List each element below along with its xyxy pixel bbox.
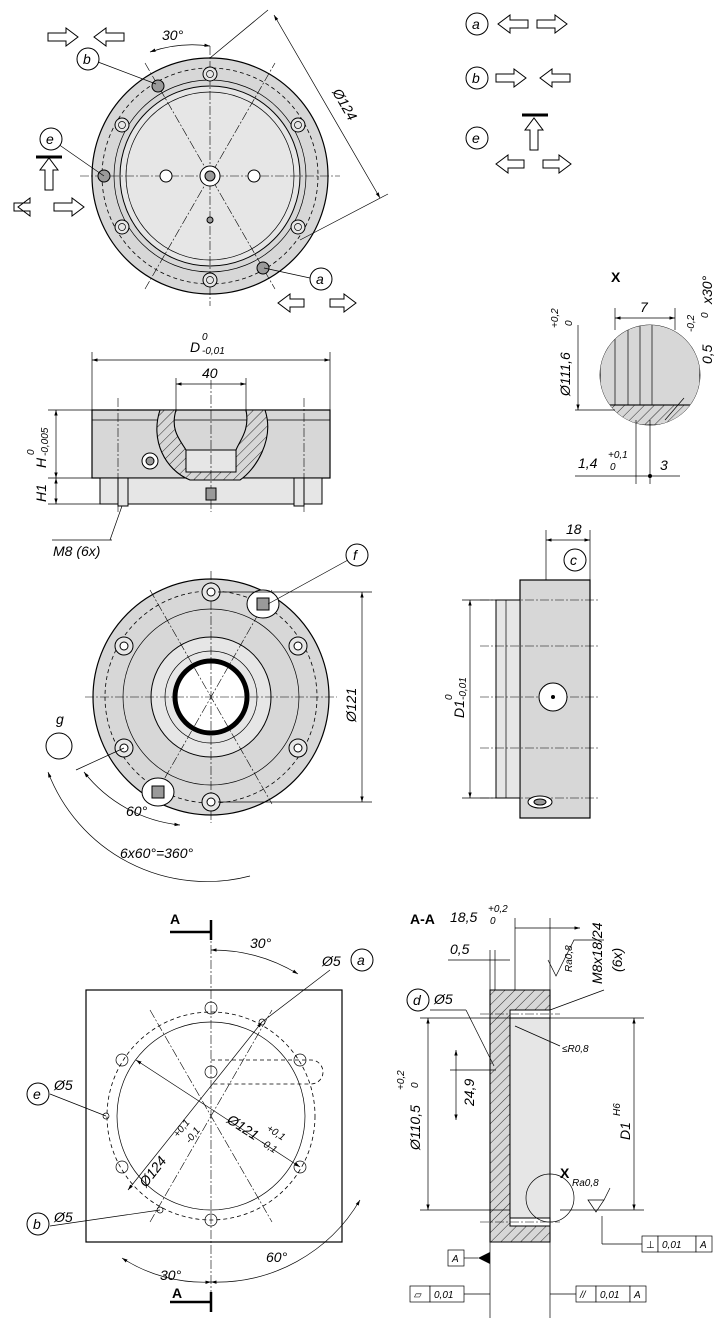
detail-x-chamfer-angle: x30° [699, 275, 715, 305]
detail-x-chamfer: 0,5 [699, 344, 715, 364]
section-dim-249: 24,9 [461, 1079, 477, 1107]
legend: a b e [465, 12, 572, 174]
section-dim-05: 0,5 [450, 941, 470, 957]
side-d-tol-upper: 0 [202, 332, 208, 343]
bottom-view: Ø121 f g 60° 6x60°=360° [45, 543, 372, 882]
callout-f: f [353, 547, 359, 563]
detail-x-chamfer-tol-upper: -0,2 [686, 314, 697, 332]
side-40-label: 40 [202, 365, 218, 381]
mount-hole-a: Ø5 [321, 953, 341, 969]
mount-plan: A A 30° Ø5 a e Ø5 b Ø5 Ø124 +0,1 -0,1 Ø1… [26, 911, 374, 1312]
mount-section-a-top: A [170, 911, 180, 927]
right-d1-tol-lower: -0,01 [458, 677, 469, 700]
section-dia-tol-upper: +0,2 [396, 1070, 407, 1090]
detail-x-diameter: Ø111,6 [557, 352, 573, 397]
callout-a: a [316, 271, 324, 287]
side-h-tol-upper: 0 [26, 449, 37, 455]
side-d-label: D [190, 339, 200, 355]
detail-x-dim-14-tol-upper: +0,1 [608, 450, 628, 461]
mount-callout-a: a [357, 952, 365, 968]
section-thread-count: (6x) [609, 948, 625, 972]
callout-g: g [56, 711, 64, 727]
top-view: 30° Ø124 b e a [13, 9, 389, 313]
section-diameter: Ø110,5 [407, 1105, 423, 1151]
right-d1-tol-upper: 0 [444, 694, 455, 700]
detail-x-dia-tol-lower: 0 [564, 320, 575, 326]
section-depth-tol-lower: 0 [490, 916, 496, 927]
callout-c: c [570, 552, 577, 568]
right-side-view: D1 0 -0,01 18 c [444, 521, 600, 819]
mount-callout-e: e [33, 1086, 41, 1102]
detail-x-title: X [611, 269, 621, 285]
section-callout-d: d [413, 992, 422, 1008]
section-depth: 18,5 [450, 909, 477, 925]
motion-arrows-top [13, 27, 357, 313]
mount-angle-60: 60° [266, 1249, 288, 1265]
section-perp-symbol: ⊥ [646, 1240, 655, 1251]
section-aa: A-A 18,5 +0,2 0 0,5 Ra0,8 M8x18/24 (6x) … [396, 904, 713, 1318]
side-thread-label: M8 (6x) [53, 543, 100, 559]
mount-hole-b: Ø5 [53, 1209, 73, 1225]
mount-callout-b: b [33, 1216, 41, 1232]
callout-b-circle [76, 47, 100, 71]
section-ra-bottom: Ra0,8 [572, 1178, 599, 1189]
section-par-datum: A [633, 1290, 641, 1301]
section-thread: M8x18/24 [589, 922, 605, 984]
section-perp-datum: A [699, 1240, 707, 1251]
top-angle-label: 30° [162, 27, 184, 43]
section-radius: ≤R0,8 [562, 1044, 589, 1055]
mount-section-a-bottom: A [172, 1285, 182, 1301]
detail-x-chamfer-tol-lower: 0 [700, 312, 711, 318]
callout-b: b [83, 51, 91, 67]
legend-b: b [472, 70, 480, 86]
side-h1-label: H1 [33, 484, 49, 502]
section-dia-tol-lower: 0 [410, 1082, 421, 1088]
detail-x: X Ø111,6 +0,2 0 7 0,5 -0,2 0 x30° 1,4 +0… [550, 269, 715, 484]
section-par-symbol: // [579, 1290, 587, 1301]
legend-a: a [472, 16, 480, 32]
section-d1-fit: D1 [617, 1122, 633, 1140]
right-dim-18: 18 [566, 521, 582, 537]
detail-x-dia-tol-upper: +0,2 [550, 308, 561, 328]
bottom-diameter: Ø121 [343, 688, 359, 723]
side-view: D 0 -0,01 40 H 0 -0,005 H1 M8 (6x) [26, 332, 331, 559]
section-flat-symbol: ▱ [414, 1290, 422, 1301]
section-ra-top: Ra0,8 [564, 945, 575, 972]
callout-e: e [46, 131, 54, 147]
bottom-angle-total: 6x60°=360° [120, 845, 193, 861]
right-d1-label: D1 [451, 700, 467, 718]
mount-hole-e: Ø5 [53, 1077, 73, 1093]
detail-x-dim-14-tol-lower: 0 [610, 462, 616, 473]
section-pin-hole: Ø5 [433, 991, 453, 1007]
mount-angle-30-top: 30° [250, 935, 272, 951]
detail-x-dim-7: 7 [640, 299, 649, 315]
section-par-value: 0,01 [600, 1290, 619, 1301]
section-depth-tol-upper: +0,2 [488, 904, 508, 915]
bottom-angle-60: 60° [126, 803, 148, 819]
section-datum: A [451, 1254, 459, 1265]
bolt-holes [97, 66, 306, 288]
detail-x-dim-14: 1,4 [578, 455, 598, 471]
section-d1-fit-tol: H6 [612, 1103, 623, 1116]
section-perp-value: 0,01 [662, 1240, 681, 1251]
section-detail-x: X [560, 1165, 570, 1181]
legend-e: e [472, 130, 480, 146]
side-d-tol-lower: -0,01 [202, 346, 225, 357]
section-aa-title: A-A [410, 911, 435, 927]
callout-a-circle [309, 267, 333, 291]
side-h-label: H [33, 457, 49, 468]
side-h-tol-lower: -0,005 [40, 427, 51, 456]
section-flat-value: 0,01 [434, 1290, 453, 1301]
callout-e-circle [39, 127, 63, 151]
detail-x-dim-3: 3 [660, 457, 668, 473]
mount-angle-30-bottom: 30° [160, 1267, 182, 1283]
